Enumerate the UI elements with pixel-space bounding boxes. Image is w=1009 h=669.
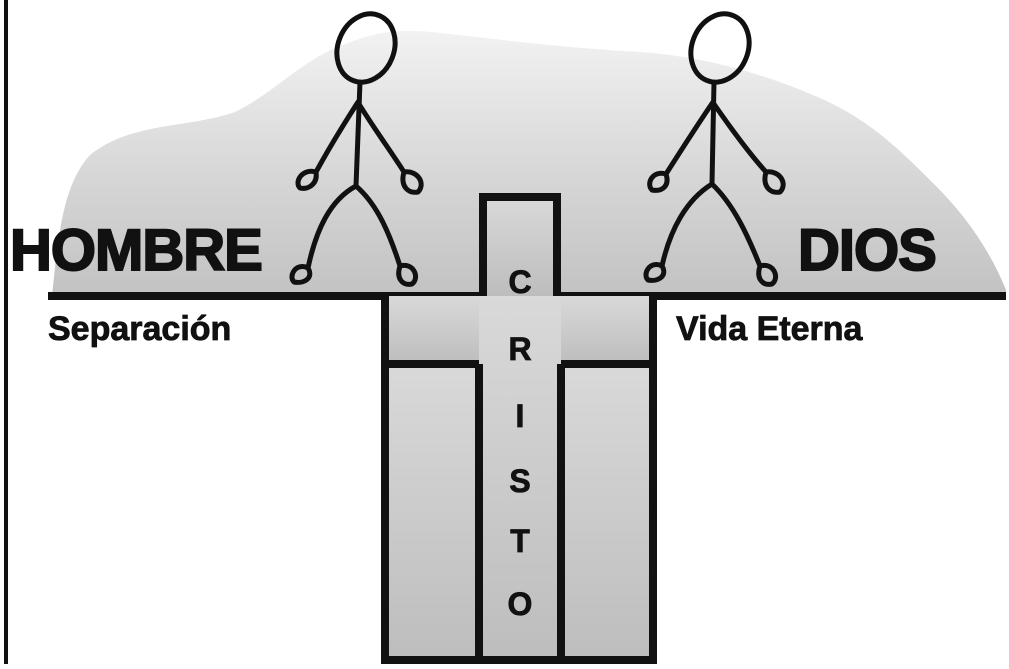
cross-letter-i: I: [515, 398, 525, 434]
label-dios: DIOS: [797, 218, 938, 283]
cross-letter-s: S: [509, 463, 531, 499]
left-arm-right: [663, 99, 716, 177]
right-leg-right: [709, 181, 763, 269]
right-leg-left: [353, 183, 403, 269]
left-leg-left: [305, 183, 359, 271]
head-right: [688, 11, 752, 85]
stick-figure-right: [643, 11, 786, 287]
cross-letter-t: T: [510, 523, 530, 559]
label-separacion: Separación: [48, 310, 232, 348]
cross-letter-o: O: [507, 586, 533, 622]
label-hombre: HOMBRE: [9, 218, 264, 283]
right-arm-right: [711, 101, 769, 175]
mountain-shape: [52, 30, 1006, 297]
left-arm-left: [313, 99, 361, 175]
stick-figure-left: [289, 11, 424, 287]
cross-letter-r: R: [508, 331, 532, 367]
cross: [381, 193, 657, 664]
body-left: [353, 79, 363, 189]
right-arm-left: [356, 101, 407, 175]
cross-letter-c: C: [508, 264, 532, 300]
left-leg-right: [659, 181, 715, 269]
head-left: [334, 11, 398, 85]
body-right: [709, 79, 717, 187]
label-vida-eterna: Vida Eterna: [676, 310, 863, 348]
